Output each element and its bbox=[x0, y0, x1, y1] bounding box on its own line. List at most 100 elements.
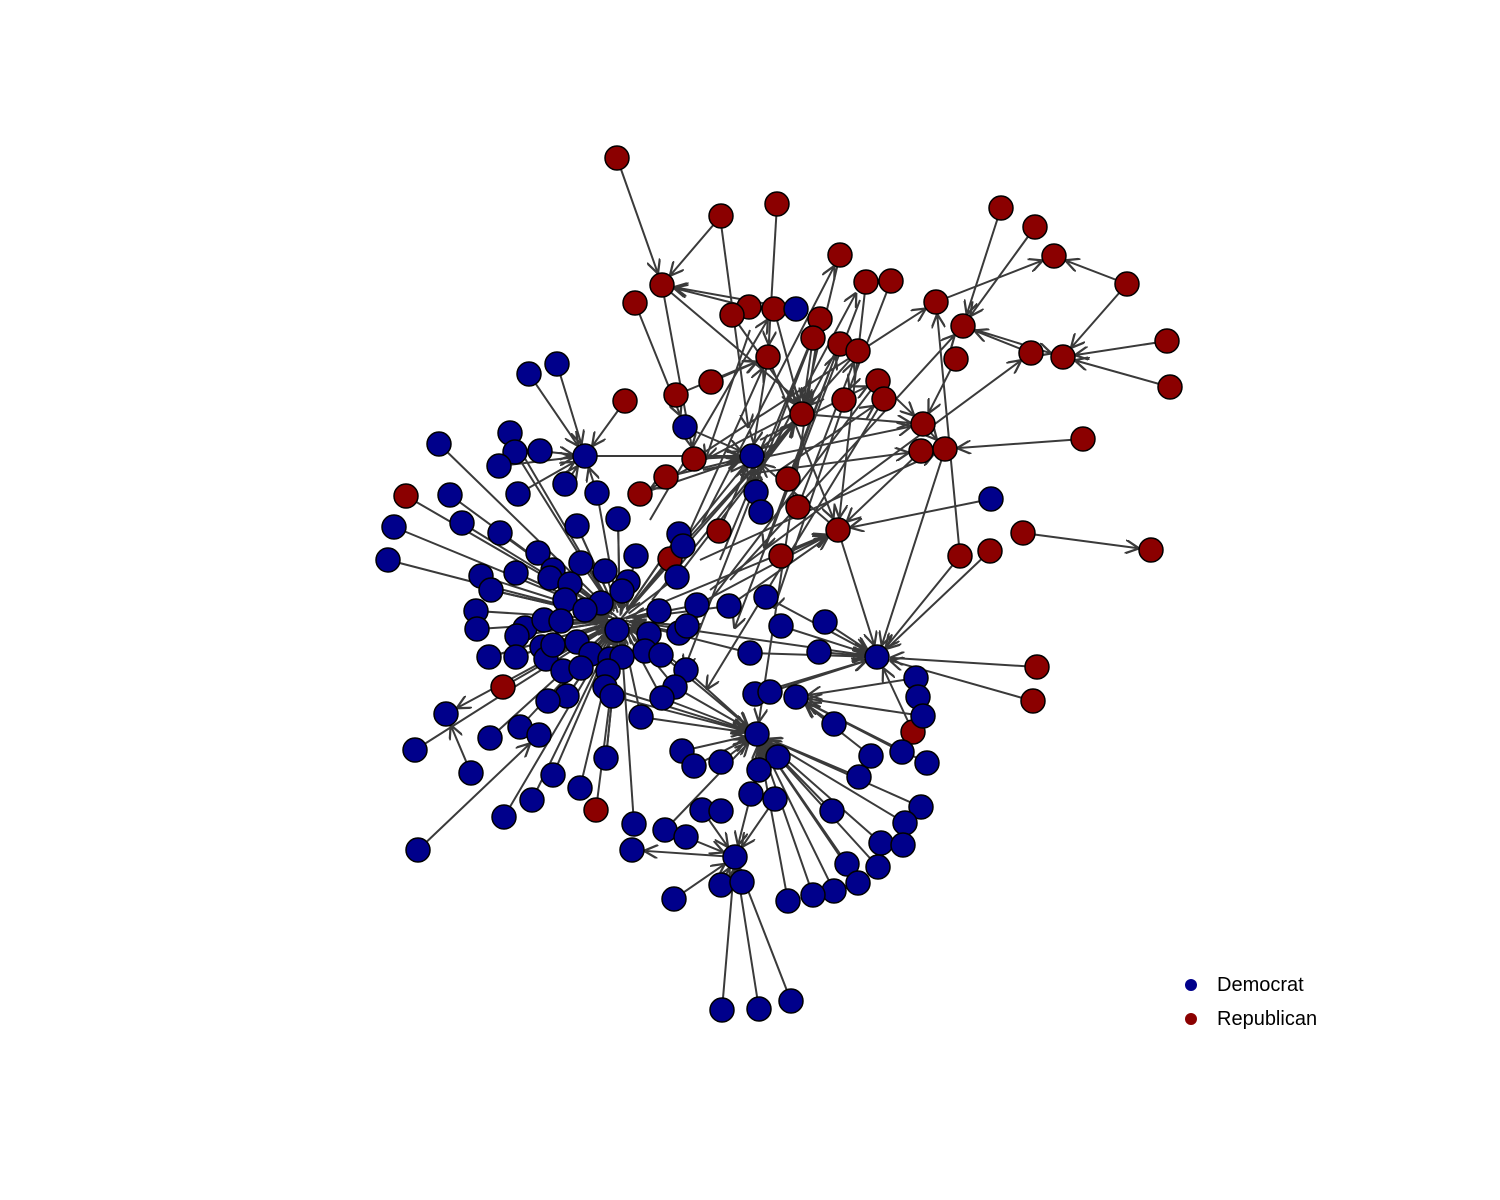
democrat-node bbox=[381, 514, 407, 540]
edge-arrow bbox=[611, 695, 745, 731]
republican-node bbox=[706, 518, 732, 544]
democrat-node bbox=[914, 750, 940, 776]
edge-arrow bbox=[890, 658, 1038, 668]
republican-node bbox=[988, 195, 1014, 221]
republican-node bbox=[977, 538, 1003, 564]
nodes-layer bbox=[375, 145, 1183, 1023]
democrat-node bbox=[892, 810, 918, 836]
democrat-node bbox=[868, 830, 894, 856]
republican-node bbox=[755, 344, 781, 370]
edge-arrow bbox=[850, 498, 992, 528]
democrat-node bbox=[628, 704, 654, 730]
democrat-node bbox=[540, 632, 566, 658]
democrat-node bbox=[526, 722, 552, 748]
republican-node bbox=[908, 438, 934, 464]
republican-node bbox=[853, 269, 879, 295]
democrat-node bbox=[464, 616, 490, 642]
republican-node bbox=[923, 289, 949, 315]
edge-arrow bbox=[696, 536, 827, 606]
edge-arrow bbox=[1075, 360, 1171, 388]
democrat-node bbox=[592, 558, 618, 584]
democrat-node bbox=[402, 737, 428, 763]
democrat-node bbox=[478, 577, 504, 603]
democrat-node bbox=[433, 701, 459, 727]
edge-arrow bbox=[682, 368, 763, 547]
democrat-node bbox=[486, 453, 512, 479]
democrat-node bbox=[649, 685, 675, 711]
democrat-node bbox=[858, 743, 884, 769]
edge-arrow bbox=[808, 677, 917, 695]
edge-arrow bbox=[970, 226, 1036, 316]
edge-arrow bbox=[661, 284, 801, 402]
democrat-node bbox=[748, 499, 774, 525]
democrat-node bbox=[729, 869, 755, 895]
democrat-node bbox=[744, 721, 770, 747]
edge-arrow bbox=[528, 373, 578, 446]
democrat-node bbox=[778, 988, 804, 1014]
republican-node bbox=[663, 382, 689, 408]
republican-node bbox=[910, 411, 936, 437]
edge-arrow bbox=[644, 851, 736, 857]
edge-arrow bbox=[847, 450, 922, 522]
democrat-node bbox=[375, 547, 401, 573]
democrat-node bbox=[716, 593, 742, 619]
democrat-node bbox=[709, 997, 735, 1023]
democrat-node bbox=[623, 543, 649, 569]
democrat-node bbox=[544, 351, 570, 377]
edge-arrow bbox=[967, 207, 1002, 315]
democrat-node bbox=[648, 642, 674, 668]
edge-arrow bbox=[882, 448, 946, 646]
democrat-node bbox=[800, 882, 826, 908]
democrat-node bbox=[548, 608, 574, 634]
edges-layer bbox=[387, 157, 1171, 1011]
legend-label-democrat: Democrat bbox=[1217, 973, 1304, 996]
democrat-node bbox=[753, 584, 779, 610]
edge-arrow bbox=[706, 329, 751, 459]
democrat-node bbox=[599, 683, 625, 709]
legend-item-democrat: Democrat bbox=[1185, 968, 1317, 1002]
republican-node bbox=[827, 242, 853, 268]
democrat-node bbox=[739, 443, 765, 469]
democrat-node bbox=[572, 443, 598, 469]
democrat-node bbox=[783, 684, 809, 710]
democrat-node bbox=[621, 811, 647, 837]
republican-node bbox=[1010, 520, 1036, 546]
edge-arrow bbox=[604, 686, 746, 730]
republican-node bbox=[583, 797, 609, 823]
democrat-node bbox=[670, 533, 696, 559]
republican-node bbox=[1041, 243, 1067, 269]
republican-node bbox=[947, 543, 973, 569]
edge-arrow bbox=[664, 743, 749, 831]
democrat-node bbox=[609, 578, 635, 604]
democrat-node bbox=[593, 745, 619, 771]
edge-arrow bbox=[514, 451, 614, 610]
democrat-node bbox=[821, 711, 847, 737]
democrat-node bbox=[502, 439, 528, 465]
republican-node bbox=[1024, 654, 1050, 680]
republican-node bbox=[761, 296, 787, 322]
republican-node bbox=[950, 313, 976, 339]
democrat-node bbox=[684, 592, 710, 618]
republican-dot-icon bbox=[1185, 1013, 1197, 1025]
democrat-node bbox=[765, 744, 791, 770]
republican-node bbox=[681, 446, 707, 472]
democrat-node bbox=[708, 798, 734, 824]
democrat-node bbox=[757, 679, 783, 705]
democrat-node bbox=[503, 644, 529, 670]
edge-arrow bbox=[701, 266, 835, 524]
democrat-node bbox=[737, 640, 763, 666]
democrat-node bbox=[527, 438, 553, 464]
edge-arrow bbox=[887, 550, 991, 649]
republican-node bbox=[1018, 340, 1044, 366]
democrat-node bbox=[821, 878, 847, 904]
democrat-node bbox=[584, 480, 610, 506]
republican-node bbox=[649, 272, 675, 298]
republican-node bbox=[831, 387, 857, 413]
edge-arrow bbox=[687, 380, 879, 630]
edge-arrow bbox=[935, 260, 1043, 303]
edge-arrow bbox=[616, 157, 658, 274]
democrat-node bbox=[681, 753, 707, 779]
legend: Democrat Republican bbox=[1185, 968, 1317, 1036]
democrat-node bbox=[865, 854, 891, 880]
republican-node bbox=[653, 464, 679, 490]
